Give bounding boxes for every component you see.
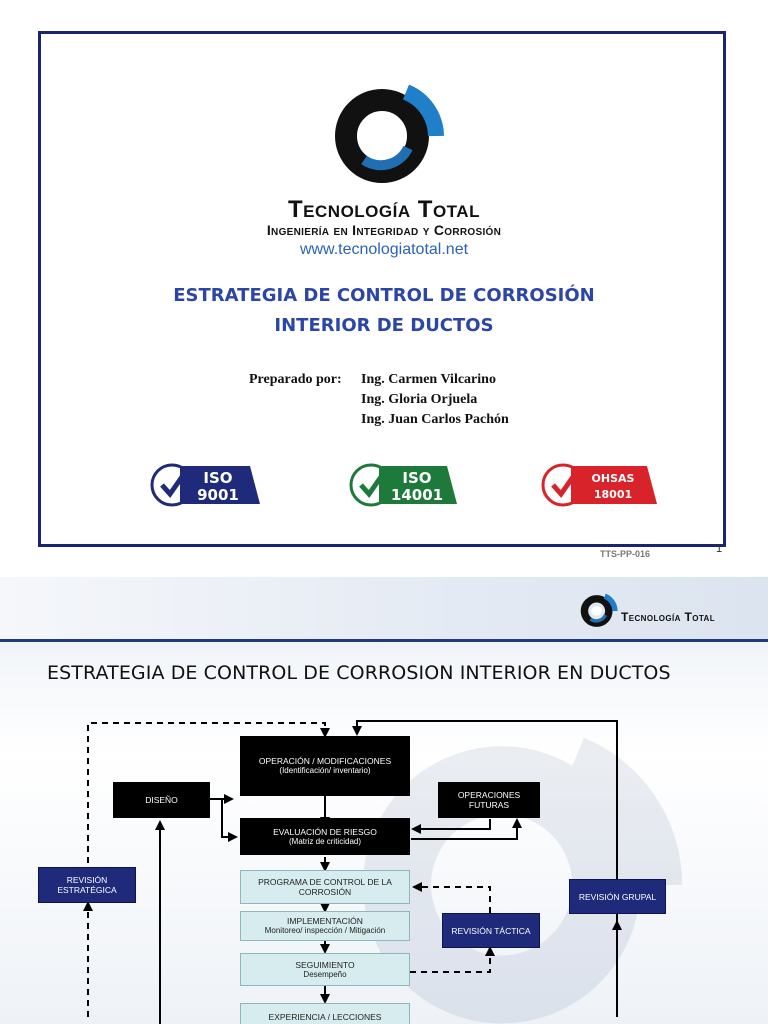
cert-label-top: ISO [402,469,431,487]
cert-label-bottom: 14001 [391,486,443,504]
brand-name: Tecnología Total [621,610,716,624]
slide-header [0,577,768,639]
title-slide: Tecnología Total Ingeniería en Integrida… [38,31,726,559]
brand-tagline: Ingeniería en Integridad y Corrosión [266,222,502,238]
box-diseno: DISEÑO [113,782,210,818]
iso-9001-badge: ISO 9001 [150,463,260,507]
brand-name: Tecnología Total [288,196,480,223]
flow-connectors [83,720,622,1024]
box-main-label: IMPLEMENTACIÓN [287,916,363,926]
box-main-label: REVISIÓN GRUPAL [578,891,657,902]
box-implementacion: IMPLEMENTACIÓN Monitoreo/ inspección / M… [240,911,410,941]
box-revision-grupal: REVISIÓN GRUPAL [569,879,666,914]
iso-14001-badge: ISO 14001 [349,463,457,507]
ohsas-18001-badge: OHSAS 18001 [541,463,657,507]
box-main-label: DISEÑO [145,795,178,805]
box-operaciones-futuras: OPERACIONES FUTURAS [438,782,540,818]
cert-label-top: ISO [203,469,232,487]
box-operacion-modificaciones: OPERACIÓN / MODIFICACIONES (Identificaci… [240,736,410,796]
box-sub-label: (Identificación/ inventario) [279,766,371,775]
author-name: Ing. Carmen Vilcarino [361,372,496,387]
prepared-by-label: Preparado por: [249,372,342,387]
box-experiencia-lecciones: EXPERIENCIA / LECCIONES [240,1003,410,1024]
cert-label-bottom: 18001 [594,488,632,501]
author-name: Ing. Juan Carlos Pachón [361,412,509,427]
box-main-label: OPERACIONES FUTURAS [457,790,521,810]
box-evaluacion-riesgo: EVALUACIÓN DE RIESGO (Matriz de criticid… [240,818,410,855]
box-main-label: EVALUACIÓN DE RIESGO [273,826,377,837]
slide-frame [38,31,726,547]
box-main-label: EXPERIENCIA / LECCIONES [268,1012,382,1022]
box-sub-label: Monitoreo/ inspección / Mitigación [264,926,386,935]
box-seguimiento: SEGUIMIENTO Desempeño [240,953,410,986]
box-main-label: REVISIÓN TÁCTICA [451,925,531,936]
header-divider [0,639,768,642]
box-revision-estrategica: REVISIÓN ESTRATÉGICA [38,867,136,903]
tecnologia-total-logo [335,84,444,183]
diagram-slide: Tecnología Total ESTRATEGIA DE CONTROL D… [0,577,768,1024]
box-main-label: REVISIÓN ESTRATÉGICA [57,875,117,895]
box-main-label: OPERACIÓN / MODIFICACIONES [258,756,392,766]
slide-title: ESTRATEGIA DE CONTROL DE CORROSION INTER… [47,662,671,684]
document-title-line-1: ESTRATEGIA DE CONTROL DE CORROSIÓN [173,285,595,306]
document-code: TTS-PP-016 [600,549,651,559]
box-sub-label: (Matriz de criticidad) [288,836,361,846]
brand-url[interactable]: www.tecnologiatotal.net [299,241,469,258]
box-main-label: SEGUIMIENTO [295,959,355,970]
box-sub-label: Desempeño [303,969,347,979]
author-name: Ing. Gloria Orjuela [361,392,478,407]
document-title-line-2: INTERIOR DE DUCTOS [274,315,494,336]
box-main-label: PROGRAMA DE CONTROL DE LA CORROSIÓN [258,877,392,897]
cert-label-bottom: 9001 [197,486,239,504]
page-number: 1 [716,543,723,555]
box-revision-tactica: REVISIÓN TÁCTICA [442,913,540,948]
box-programa-control: PROGRAMA DE CONTROL DE LA CORROSIÓN [240,870,410,904]
cert-label-top: OHSAS [592,472,635,485]
tecnologia-total-logo [580,593,618,627]
